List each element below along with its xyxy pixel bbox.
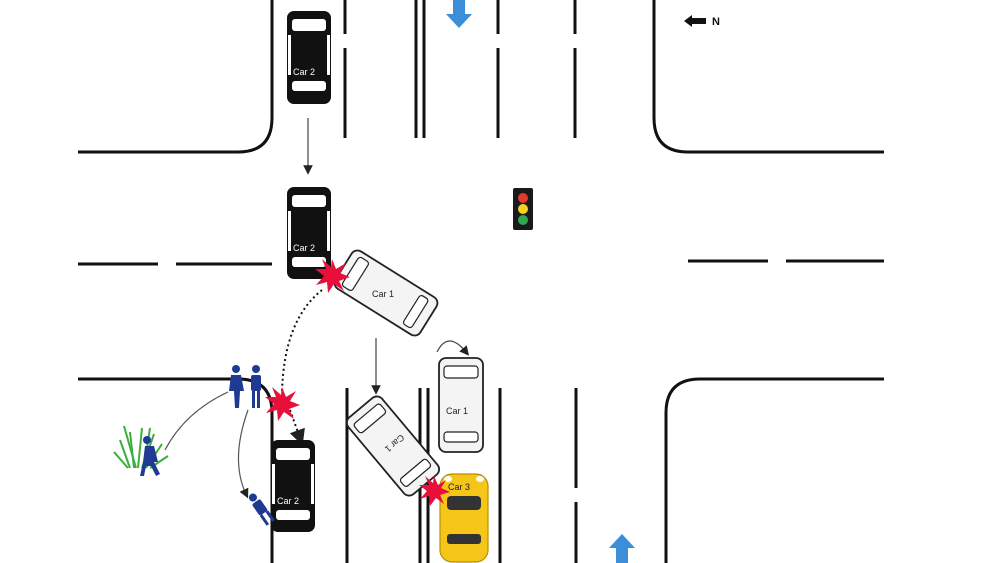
curb-top-right xyxy=(652,0,884,154)
car-2-mid: Car 2 xyxy=(287,187,331,279)
car-2-top-label: Car 2 xyxy=(293,67,315,77)
pedestrian-couple-icon xyxy=(229,365,261,408)
curb-bottom-left xyxy=(78,377,274,563)
car-3-label: Car 3 xyxy=(448,482,470,492)
impact-burst-icon xyxy=(265,387,300,421)
arrow-down-icon xyxy=(446,0,472,28)
car1-turn-curve xyxy=(436,340,470,356)
arrow-up-icon xyxy=(609,534,635,563)
arrow-left-icon xyxy=(684,15,706,27)
car-1-bottom-label: Car 1 xyxy=(446,406,468,416)
car-2-top: Car 2 xyxy=(287,11,331,104)
compass: N xyxy=(684,15,720,28)
motion-paths xyxy=(164,118,470,499)
car-2-bottom-label: Car 2 xyxy=(277,496,299,506)
car2-deflect-path xyxy=(281,289,323,393)
car-2-bottom: Car 2 xyxy=(271,440,315,532)
car-1-mid: Car 1 xyxy=(333,249,439,337)
pedestrian-throw-path-1 xyxy=(164,391,229,451)
bush-icon xyxy=(113,425,169,469)
curb-top-left xyxy=(78,0,274,154)
compass-label: N xyxy=(712,16,720,28)
pedestrian-throw-path-2 xyxy=(237,409,249,499)
pedestrian-fallen-icon xyxy=(248,493,275,526)
car-1-mid-label: Car 1 xyxy=(372,289,394,299)
traffic-signal-icon xyxy=(513,188,533,230)
car-3: Car 3 xyxy=(439,473,489,563)
impact-burst-icon xyxy=(315,259,350,293)
pedestrian-lying-icon xyxy=(140,436,160,476)
car-1-bottom: Car 1 xyxy=(438,357,484,453)
car-2-mid-label: Car 2 xyxy=(293,243,315,253)
car-1-rotated: Car 1 xyxy=(345,395,441,497)
impact-burst-icon xyxy=(419,476,450,506)
curb-bottom-right xyxy=(664,377,884,563)
